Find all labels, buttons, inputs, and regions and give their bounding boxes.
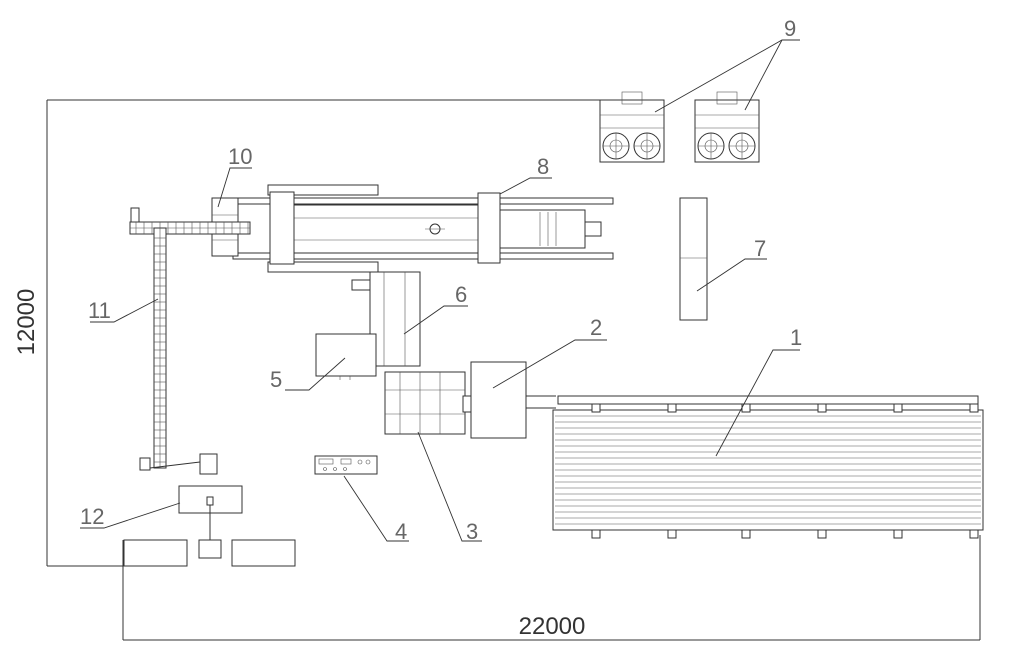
- callout-12: 12: [80, 504, 104, 529]
- callout-9: 9: [784, 16, 796, 41]
- callout-5: 5: [270, 367, 282, 392]
- callout-11: 11: [88, 298, 111, 323]
- conveyor-11: [129, 207, 251, 475]
- callout-3: 3: [466, 519, 478, 544]
- main-machine-8: [211, 184, 614, 273]
- callout-10: 10: [228, 144, 252, 169]
- station-12: [123, 485, 296, 567]
- callout-8: 8: [537, 154, 549, 179]
- callout-7: 7: [754, 236, 766, 261]
- unit-6: [351, 271, 421, 367]
- unit-2: [470, 361, 556, 439]
- table-1: [552, 395, 984, 539]
- stand-7: [679, 197, 708, 321]
- callout-2: 2: [590, 315, 602, 340]
- control-panel-4: [314, 455, 378, 475]
- site-boundary: [46, 99, 981, 641]
- cabinet-5: [315, 333, 377, 380]
- callout-4: 4: [395, 519, 407, 544]
- height-dimension-label: 12000: [13, 289, 40, 356]
- unit-9-right: [694, 91, 760, 163]
- callout-6: 6: [455, 282, 467, 307]
- width-dimension-label: 22000: [519, 613, 586, 640]
- unit-9-left: [599, 91, 665, 163]
- callout-1: 1: [790, 325, 802, 350]
- unit-3: [384, 371, 474, 435]
- callout-leaders: [80, 39, 800, 542]
